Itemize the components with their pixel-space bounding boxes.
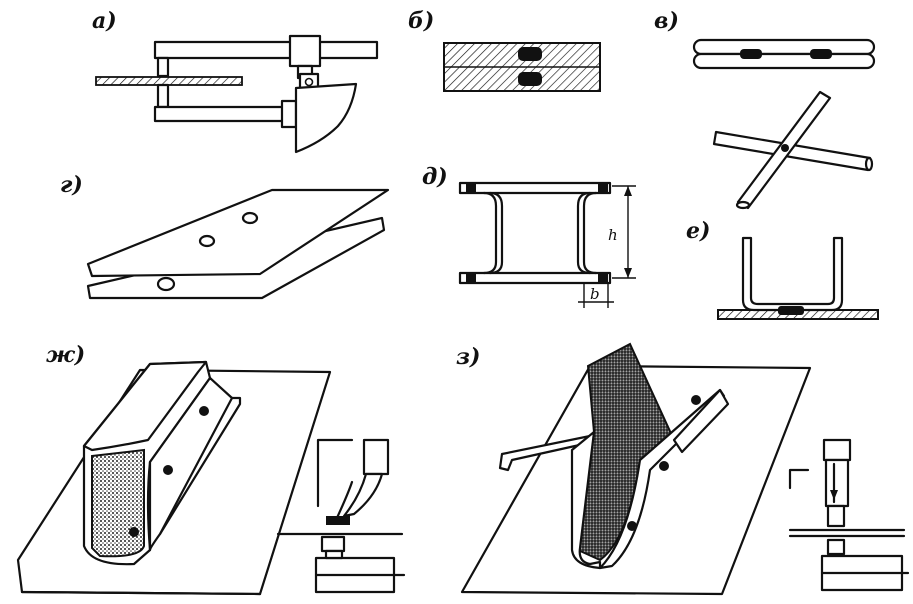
upper-electrode: [362, 438, 390, 476]
upper-electrode: [822, 438, 852, 462]
panel-b: б): [408, 8, 601, 92]
panel-d: д) h b: [422, 164, 636, 308]
channel-flange: [148, 376, 234, 552]
panel-e: е): [686, 218, 879, 320]
panel-label-b: б): [408, 8, 434, 34]
panel-label-v: в): [654, 8, 679, 34]
left-web: [482, 191, 498, 275]
weld-nugget: [740, 49, 762, 59]
electrode-setup-z: [788, 438, 910, 592]
u-channel: [741, 236, 844, 312]
weld-spot: [241, 211, 259, 225]
workpiece-strip: [95, 76, 243, 86]
weld-spot: [129, 527, 139, 537]
upper-electrode-tip: [156, 56, 170, 78]
panel-label-g: г): [60, 172, 83, 198]
weld-nugget: [781, 144, 789, 152]
lower-electrode: [320, 535, 346, 553]
dimension-b-label: b: [590, 285, 600, 303]
rod-lower: [692, 52, 876, 70]
upper-clamp: [288, 34, 322, 68]
dimension-h-label: h: [608, 226, 618, 244]
lower-electrode: [826, 538, 846, 556]
channel-cross-section: [91, 448, 145, 558]
panel-label-z: з): [456, 344, 480, 370]
rod-upper: [692, 38, 876, 56]
weld-spot: [163, 465, 173, 475]
weld-nugget: [810, 49, 832, 59]
upper-sheet: [86, 188, 390, 278]
weld-spot: [691, 395, 701, 405]
electrode-holder: [294, 82, 358, 154]
panel-g: г): [60, 172, 390, 300]
panel-a: а): [92, 8, 379, 154]
panel-label-e: е): [686, 218, 710, 244]
lower-electrode-tip: [156, 83, 170, 109]
panel-z: з): [456, 342, 910, 596]
panel-label-a: а): [92, 8, 117, 34]
right-web: [582, 191, 598, 275]
upper-electrode-arm: [153, 40, 379, 60]
top-flange: [458, 181, 612, 195]
panel-label-d: д): [422, 164, 448, 190]
weld-spot: [156, 276, 176, 292]
panel-v: в): [654, 8, 876, 210]
weld-spot: [627, 521, 637, 531]
weld-nugget: [778, 306, 804, 315]
bottom-flange: [458, 271, 612, 285]
weld-spot: [199, 406, 209, 416]
weld-nugget: [518, 47, 542, 61]
panel-label-zh: ж): [46, 342, 85, 368]
weld-nugget: [518, 72, 542, 86]
electrode-setup-zh: [276, 438, 406, 594]
weld-spot: [659, 461, 669, 471]
weld-spot: [198, 234, 216, 248]
lower-electrode-arm: [153, 105, 287, 123]
panel-zh: ж): [16, 342, 406, 596]
